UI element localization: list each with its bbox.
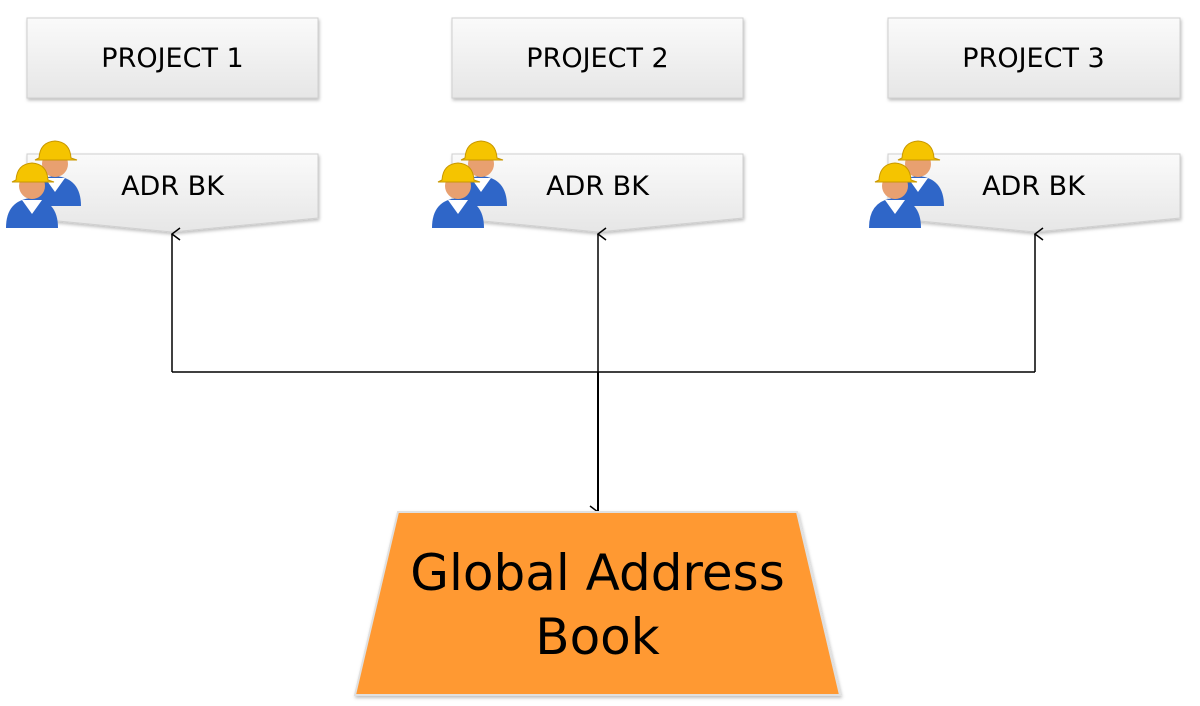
global-label-line2: Book	[535, 608, 660, 666]
project-2-title: PROJECT 2	[526, 42, 669, 74]
connectors	[172, 234, 1035, 512]
address-book-1-label: ADR BK	[121, 170, 224, 202]
project-1-title: PROJECT 1	[101, 42, 244, 74]
project-box-1	[26, 17, 319, 99]
global-address-book-shape	[353, 511, 842, 696]
global-label-line1: Global Address	[410, 544, 785, 602]
global-address-book-label: Global Address Book	[355, 520, 840, 690]
address-book-2-label: ADR BK	[546, 170, 649, 202]
address-book-3-label: ADR BK	[982, 170, 1085, 202]
project-3-title: PROJECT 3	[962, 42, 1105, 74]
project-box-3	[887, 17, 1181, 99]
project-box-2	[451, 17, 744, 99]
